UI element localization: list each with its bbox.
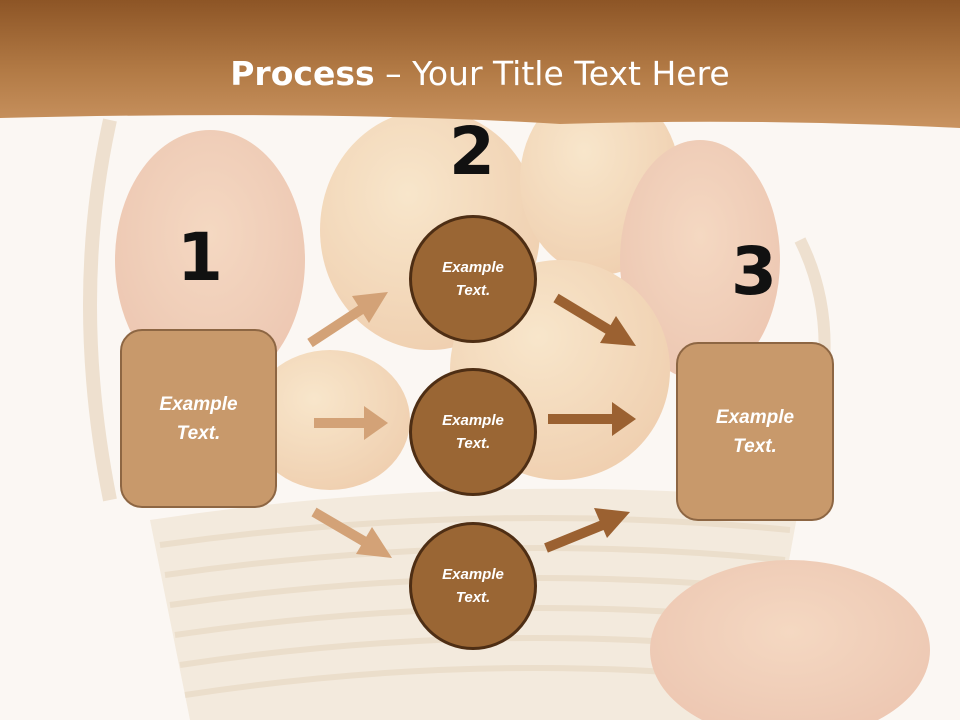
left-text-box: Example Text. <box>120 329 277 508</box>
right-box-line2: Text. <box>733 435 777 457</box>
page-title: Process – Your Title Text Here <box>0 52 960 96</box>
process-circle-top: Example Text. <box>409 215 537 343</box>
arrow-top-to-right <box>553 293 636 346</box>
arrow-bottom-to-right <box>544 508 630 553</box>
left-box-line2: Text. <box>176 422 221 444</box>
circle-bottom-line2: Text. <box>455 589 491 606</box>
arrow-middle-to-right <box>548 402 636 436</box>
arrow-left-to-top <box>307 292 388 348</box>
step-number-3: 3 <box>731 233 777 310</box>
circle-middle-line1: Example <box>442 412 504 429</box>
right-text-box: Example Text. <box>676 342 834 521</box>
circle-top-line1: Example <box>442 259 504 276</box>
arrow-left-to-bottom <box>311 507 392 558</box>
arrow-left-to-middle <box>314 406 388 440</box>
step-number-1: 1 <box>177 219 223 296</box>
process-circle-middle: Example Text. <box>409 368 537 496</box>
step-number-2: 2 <box>449 113 495 190</box>
title-bold: Process <box>230 54 375 93</box>
title-rest: – Your Title Text Here <box>374 54 730 93</box>
circle-bottom-line1: Example <box>442 566 504 583</box>
circle-middle-line2: Text. <box>455 435 491 452</box>
circle-top-line2: Text. <box>455 282 491 299</box>
process-circle-bottom: Example Text. <box>409 522 537 650</box>
right-box-line1: Example <box>715 406 795 428</box>
left-box-line1: Example <box>159 393 238 415</box>
